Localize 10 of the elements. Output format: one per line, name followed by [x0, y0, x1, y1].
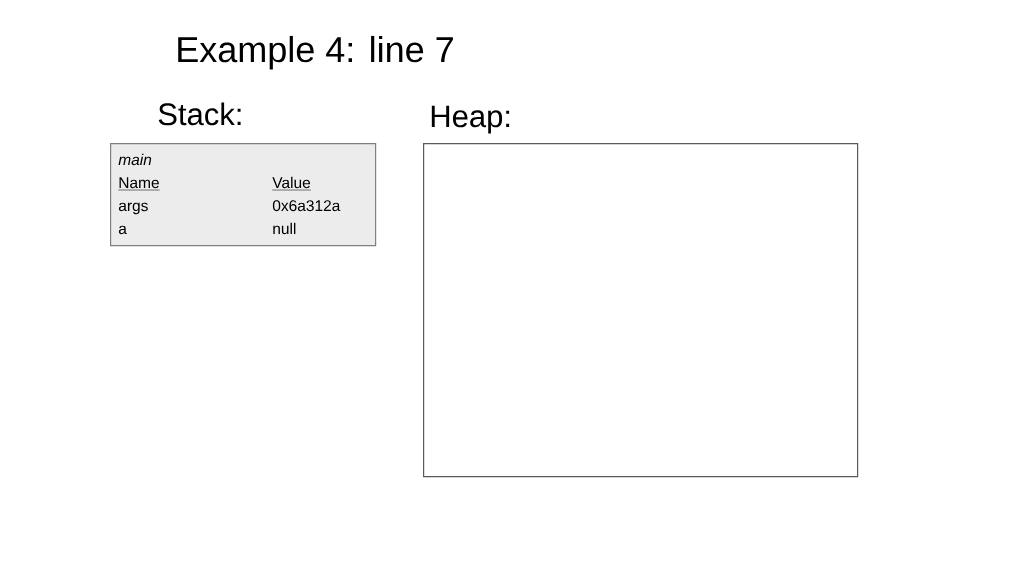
column-header: Value	[272, 176, 311, 191]
column-header: Name	[118, 177, 160, 191]
table-cell: args	[118, 202, 148, 215]
section-heading: Heap:	[431, 105, 510, 134]
table-cell: a	[118, 225, 127, 235]
table-cell: 0x6a312a	[272, 200, 341, 212]
title: Example 4: line 7	[178, 35, 453, 70]
table-cell: null	[273, 222, 296, 235]
frame-label: main	[118, 153, 152, 166]
heap-box	[423, 143, 859, 478]
